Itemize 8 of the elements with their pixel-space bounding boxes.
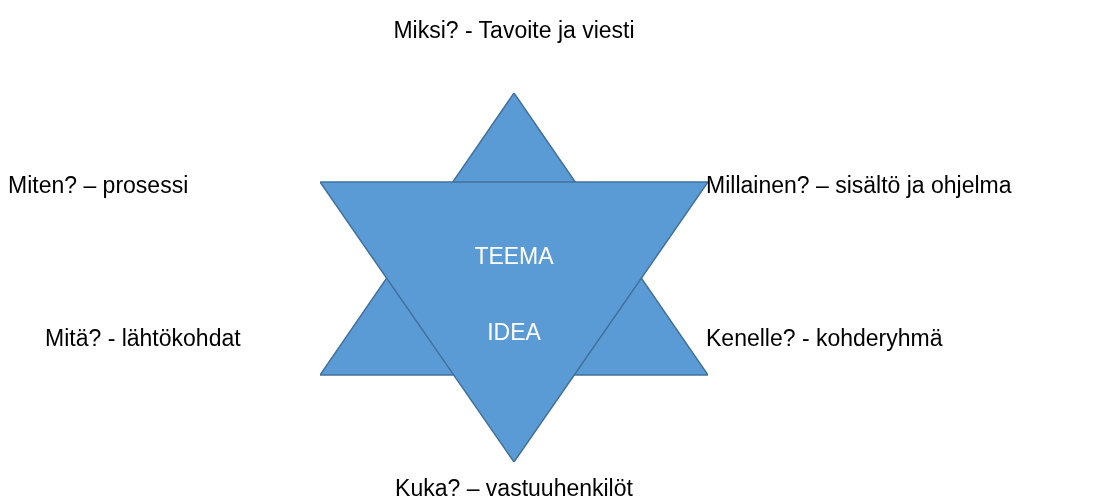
question-label: Millainen? – sisältö ja ohjelma: [706, 171, 1012, 199]
question-label: Kenelle? - kohderyhmä: [706, 324, 943, 352]
star-text: TEEMA: [473, 243, 555, 269]
question-label: Mitä? - lähtökohdat: [45, 324, 241, 352]
star-text: IDEA: [486, 319, 542, 345]
question-label: Miten? – prosessi: [8, 171, 189, 199]
question-label: Miksi? - Tavoite ja viesti: [393, 16, 635, 44]
question-label: Kuka? – vastuuhenkilöt: [395, 474, 633, 502]
